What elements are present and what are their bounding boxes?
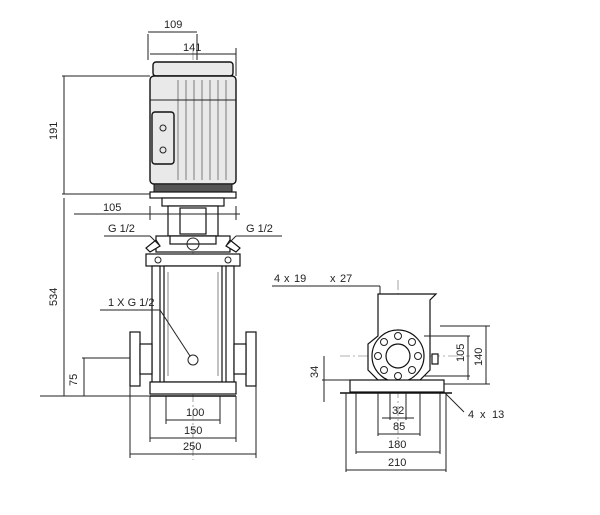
side-labels: 4 x 19 x 27 4 x 13 [272, 273, 504, 421]
dim-inlet-height: 75 [68, 374, 80, 386]
motor-ribs [150, 80, 236, 180]
dim-flange-105: 105 [455, 344, 467, 362]
dim-flange-140: 140 [473, 348, 485, 366]
label-foot-size: 13 [492, 409, 504, 421]
dim-side-210: 210 [388, 457, 406, 469]
terminal-box [151, 111, 175, 165]
pump-head-inner [169, 235, 217, 245]
pump-top-flange [145, 253, 241, 267]
label-bolt-size2: 27 [340, 273, 352, 285]
side-view [340, 280, 470, 440]
motor-mount-plate [149, 191, 237, 199]
front-dimensions: 109 141 191 105 534 75 100 150 [40, 19, 257, 458]
dim-total-height: 534 [48, 288, 60, 306]
label-foot-count: 4 [468, 409, 474, 421]
dim-motor-width: 141 [183, 42, 201, 54]
pump-sleeve [163, 265, 223, 383]
dim-coupling-width: 105 [103, 202, 121, 214]
dim-motor-top-width: 109 [164, 19, 182, 31]
side-base [349, 379, 445, 393]
label-port-right: G 1/2 [246, 223, 273, 235]
dim-side-180: 180 [388, 439, 406, 451]
inlet-neck [139, 343, 153, 375]
outlet-flange [245, 331, 257, 387]
motor-flange [153, 183, 233, 193]
drain-plug-icon [187, 354, 199, 366]
label-foot-x: x [480, 409, 486, 421]
pump-base [149, 381, 237, 395]
outlet-neck [233, 343, 247, 375]
dim-side-32: 32 [392, 405, 404, 417]
dim-base-inner: 100 [186, 407, 204, 419]
front-labels: G 1/2 G 1/2 1 X G 1/2 [100, 223, 282, 357]
side-flange-bore [385, 343, 411, 369]
stay-bolt-right [225, 265, 235, 383]
stay-bolt-left [151, 265, 161, 383]
front-view [129, 50, 257, 460]
dim-base-total: 250 [183, 441, 201, 453]
terminal-screw-icon [159, 146, 167, 154]
label-bolt-size: 19 [294, 273, 306, 285]
side-drain-plug [431, 353, 439, 365]
label-bolt-x: x [284, 273, 290, 285]
label-bolt-x2: x [330, 273, 336, 285]
coupling-top [161, 197, 225, 207]
side-dimensions: 34 105 140 32 85 180 210 [309, 325, 490, 472]
terminal-screw-icon [159, 124, 167, 132]
inlet-flange [129, 331, 141, 387]
motor-fan-cap [152, 61, 234, 77]
dim-side-85: 85 [393, 421, 405, 433]
dim-side-ground: 34 [309, 366, 321, 378]
label-bolt-count: 4 [274, 273, 280, 285]
vent-plug-icon [186, 237, 200, 251]
flange-bolt-holes [374, 332, 422, 380]
label-drain: 1 X G 1/2 [108, 297, 154, 309]
dim-motor-height: 191 [48, 122, 60, 140]
dim-base-mid: 150 [184, 425, 202, 437]
coupling-shaft [179, 207, 207, 235]
label-port-left: G 1/2 [108, 223, 135, 235]
